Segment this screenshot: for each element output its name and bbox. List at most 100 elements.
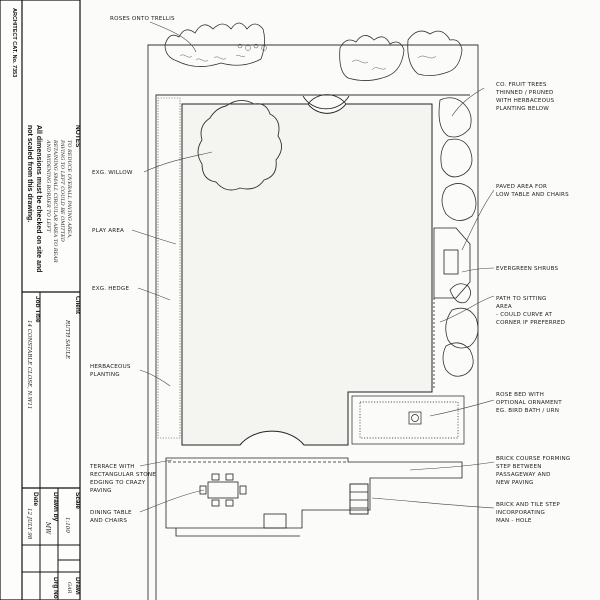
label-play-area: PLAY AREA [92, 228, 124, 234]
leader-dining [139, 489, 205, 513]
low-table [443, 249, 459, 275]
title-block: ARCHITECT CAT. No. 7353 NOTES TO REDUCE … [0, 0, 81, 600]
evergreen-shrub-mass [449, 283, 471, 304]
label-path: - COULD CURVE AT [496, 312, 553, 318]
notes-heading: NOTES [74, 125, 81, 148]
paved-sitting-area [433, 227, 471, 388]
leader-fruit-trees [451, 87, 485, 117]
boundary-wall [147, 44, 479, 600]
shrub-texture [179, 43, 437, 71]
label-herbaceous: PLANTING [90, 372, 120, 378]
rose-stem [253, 43, 259, 49]
label-terrace: RECTANGULAR STONE [90, 472, 156, 478]
label-fruit-trees: THINNED / PRUNED [495, 90, 554, 96]
label-terrace: EDGING TO CRAZY [90, 480, 146, 486]
label-herbaceous: HERBACEOUS [90, 364, 131, 370]
dining-chair [211, 473, 220, 481]
leader-willow [143, 151, 213, 173]
leader-herbaceous [139, 369, 171, 387]
label-willow: EXG. WILLOW [92, 170, 133, 176]
dining-chair [225, 473, 234, 481]
label-path: PATH TO SITTING [496, 296, 547, 302]
leader-play-area [131, 229, 177, 245]
client-label: Client [74, 296, 81, 315]
scale-value: 1:100 [64, 517, 70, 533]
rose-stem [261, 45, 267, 51]
dining-table [207, 481, 239, 499]
label-dining: AND CHAIRS [90, 518, 127, 524]
top-left-shrub-mass [164, 22, 265, 67]
label-brick-course: NEW PAVING [496, 480, 534, 486]
annotations: ROSES ONTO TRELLIS CO. FRUIT TREES THINN… [89, 16, 570, 524]
date-label: Date [32, 492, 39, 506]
label-rose-bed: ROSE BED WITH [496, 392, 544, 398]
label-roses: ROSES ONTO TRELLIS [110, 16, 175, 22]
job-title-label: Job Title [34, 296, 41, 323]
leader-roses [149, 21, 197, 53]
leader-hedge [137, 287, 171, 301]
label-hedge: EXG. HEDGE [92, 286, 129, 292]
job-title-value: 14 CONSTABLE CLOSE, N.W11 [26, 320, 32, 409]
house-wall [175, 528, 300, 537]
leader-step [371, 497, 495, 509]
willow-tree [197, 100, 282, 191]
leader-brick-course [409, 461, 495, 471]
label-paved-area: LOW TABLE AND CHAIRS [496, 192, 569, 198]
manhole-cover [263, 513, 287, 529]
rose-bed [351, 395, 465, 445]
label-path: AREA [496, 304, 512, 310]
drg-no-label: Drg No [52, 577, 59, 599]
rose-bed-inner [359, 401, 459, 439]
fruit-tree-canopy [441, 183, 477, 221]
drawn-by-label: Drawn by [52, 492, 59, 522]
evergreen-shrub-mass [445, 307, 479, 349]
notes-line: AND WIDENING BORDER TO LEFT [45, 139, 51, 233]
label-terrace: PAVING [90, 488, 112, 494]
leader-evergreen [461, 267, 495, 273]
site-boundary [147, 44, 479, 600]
lawn-outline [181, 103, 433, 446]
label-step: INCORPORATING [496, 510, 545, 516]
leader-lines [131, 21, 495, 513]
label-path: CORNER IF PREFERRED [496, 320, 565, 326]
label-rose-bed: OPTIONAL ORNAMENT [496, 400, 562, 406]
date-value: 12 JULY 98 [26, 508, 32, 540]
label-step: BRICK AND TILE STEP [496, 502, 560, 508]
label-brick-course: PASSAGEWAY AND [496, 472, 551, 478]
notes-line: TO REDUCE OVERALL PAVING AREA, [66, 140, 72, 239]
scale-label: Scale [74, 492, 81, 509]
leader-rose-bed [429, 399, 495, 417]
drawing-value: GAR [66, 582, 72, 594]
hedge-edge [157, 97, 181, 439]
left-hedge [157, 97, 181, 439]
shrub-scribble [179, 54, 246, 62]
publisher-text: ARCHITECT CAT. No. 7353 [11, 8, 17, 77]
fruit-tree-canopy [440, 138, 473, 178]
terrace-outline [165, 457, 463, 529]
brick-step [349, 483, 369, 515]
dining-chair [225, 499, 234, 507]
leader-terrace [139, 459, 173, 467]
top-center-shrub-mass [339, 35, 405, 81]
lawn-area [181, 94, 433, 446]
notes-footer: All dimensions must be checked on site a… [35, 125, 42, 272]
rose-bed-outline [351, 395, 465, 445]
dining-chair [239, 485, 247, 495]
label-paved-area: PAVED AREA FOR [496, 184, 547, 190]
label-fruit-trees: PLANTING BELOW [496, 106, 549, 112]
leader-path [439, 295, 495, 323]
evergreen-shrub-mass [442, 342, 474, 377]
fruit-tree-canopy [438, 97, 472, 138]
label-step: MAN - HOLE [496, 518, 532, 524]
inner-boundary [155, 94, 470, 600]
notes-line: RETAINING SMALL CIRCULAR AREA TO REAR [52, 139, 58, 263]
bird-bath-bowl [411, 414, 419, 422]
notes-footer: not scaled from this drawing. [26, 125, 33, 222]
top-right-shrub-mass [407, 30, 463, 76]
label-brick-course: STEP BETWEEN [496, 464, 542, 470]
rear-circular-area [307, 94, 347, 105]
label-dining: DINING TABLE [90, 510, 132, 516]
shrub-borders [164, 22, 479, 377]
dining-chair [199, 485, 207, 495]
